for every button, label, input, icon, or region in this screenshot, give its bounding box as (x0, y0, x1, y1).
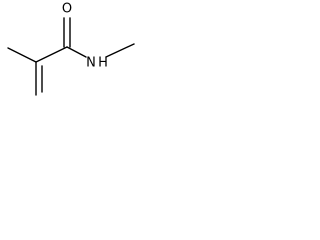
hydrogen-atom-label: H (98, 56, 108, 71)
nitrogen-atom-label: N (86, 56, 96, 71)
bond-alpha-carbon-carbonyl-carbon (35, 46, 68, 63)
oxygen-atom-label: O (62, 2, 72, 17)
bond-nitrogen-methyl (105, 43, 135, 58)
bond-carbonyl-carbon-nitrogen (66, 46, 87, 58)
bond-methyl-alpha-carbon (7, 47, 37, 63)
chemical-structure: O N H (7, 2, 135, 96)
